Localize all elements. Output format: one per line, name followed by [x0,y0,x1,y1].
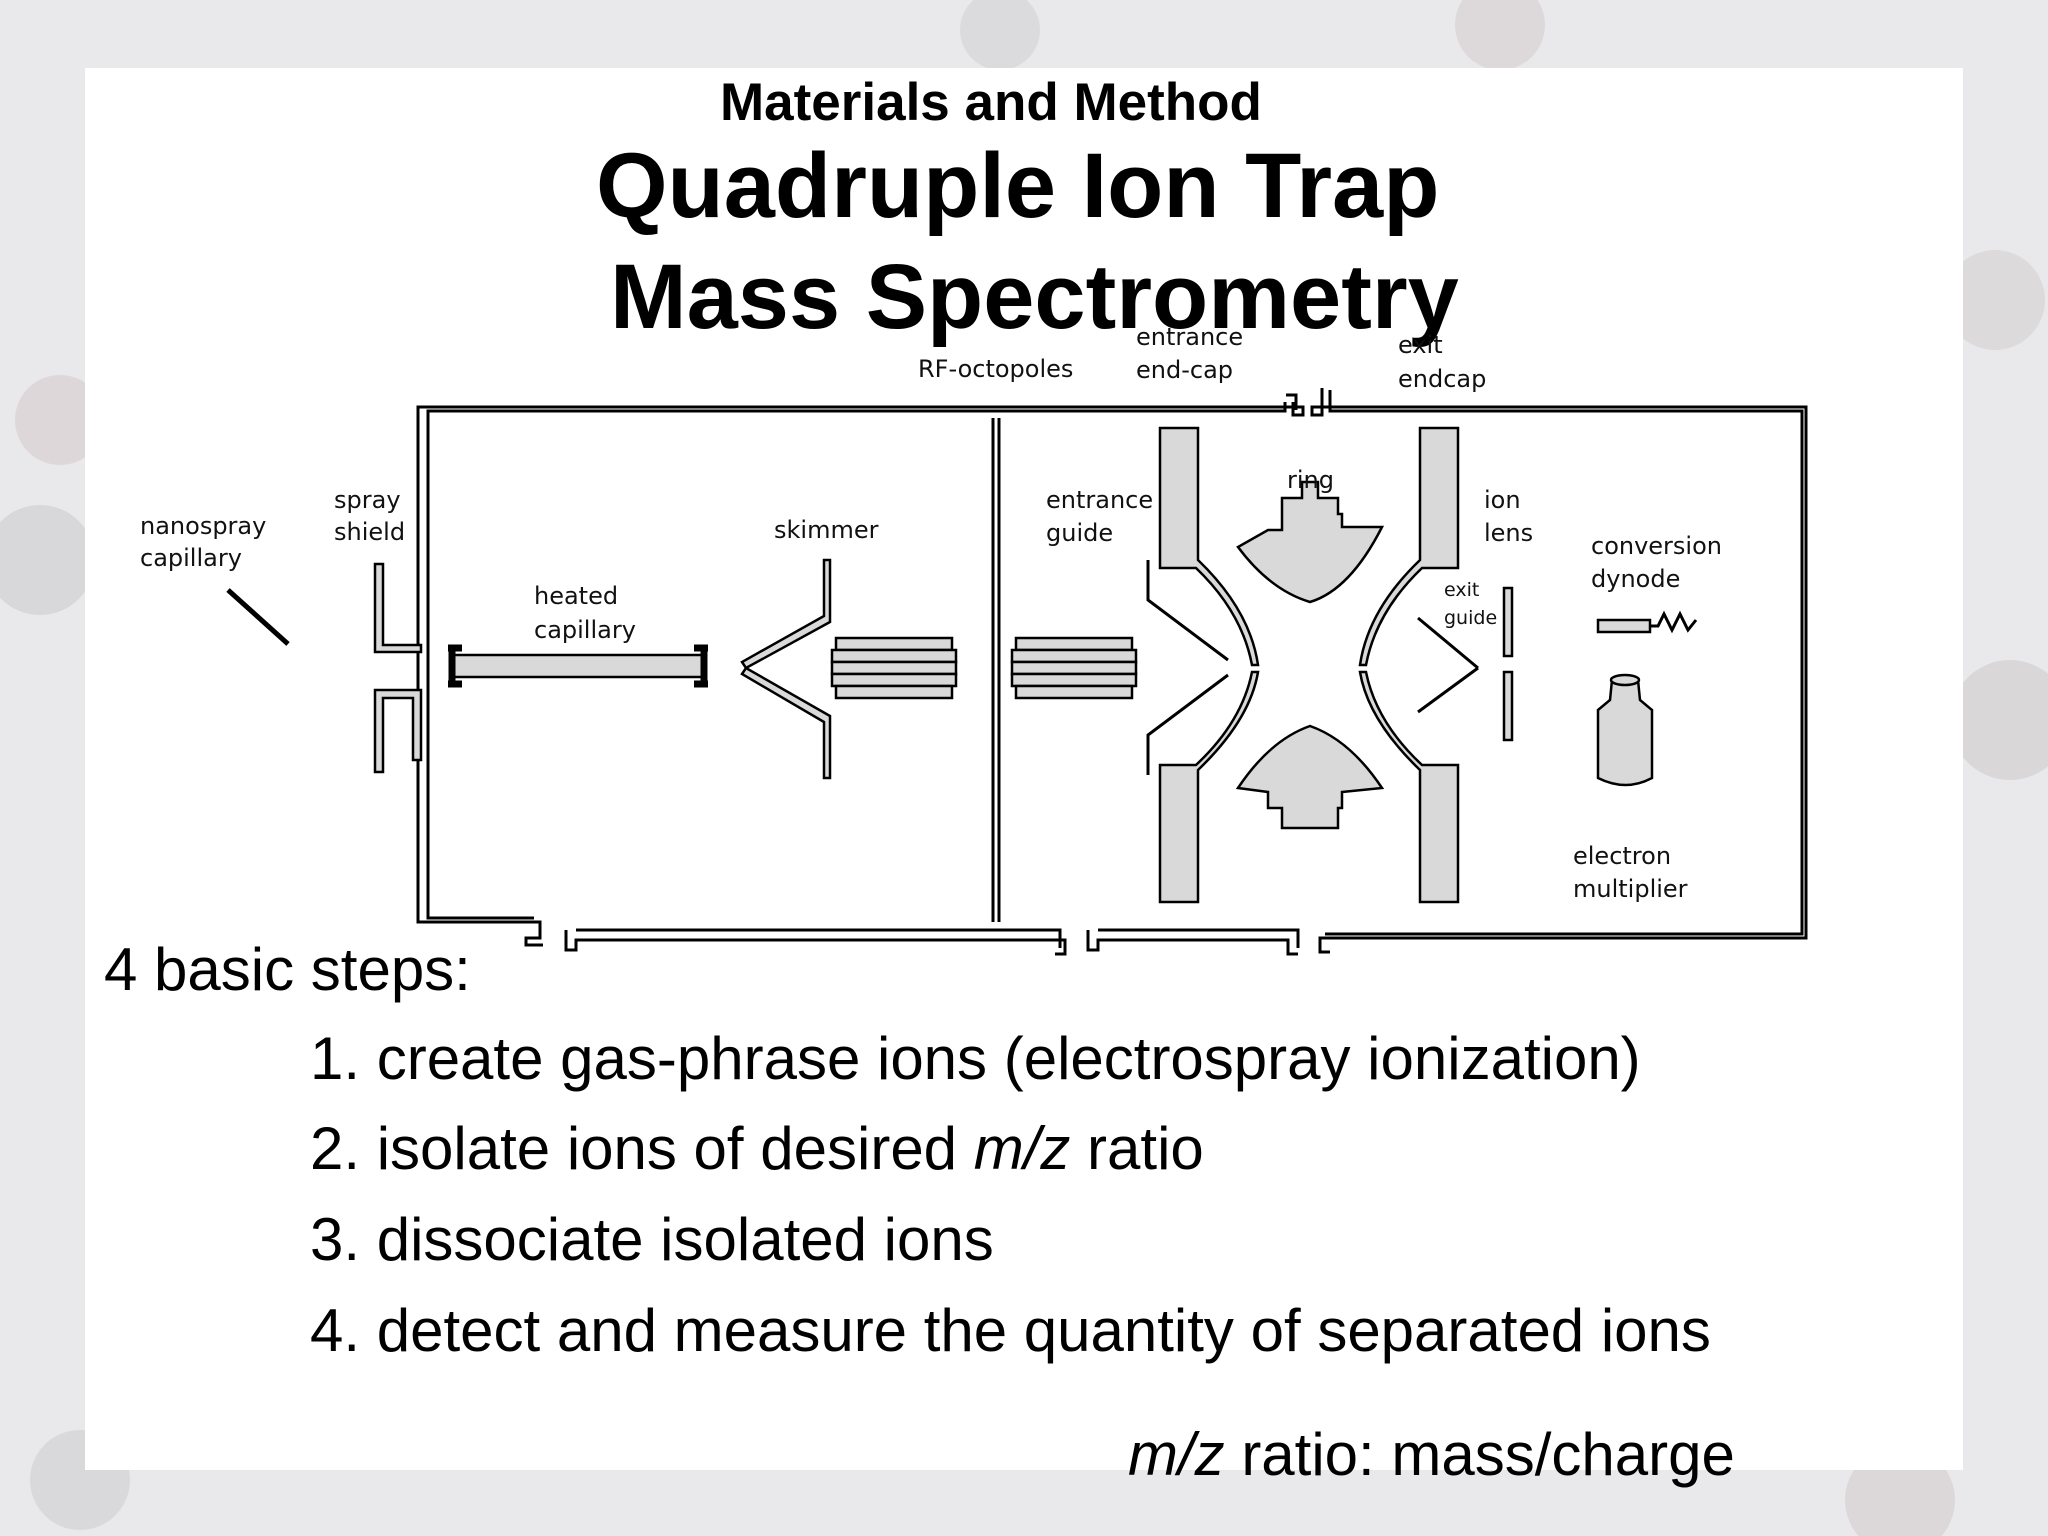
ion-lens [1502,586,1514,742]
label-skimmer: skimmer [774,516,879,544]
steps-heading: 4 basic steps: [104,936,471,1003]
rf-octopoles [830,636,1138,700]
conversion-dynode [1596,610,1698,634]
slide-title-line-2: Mass Spectrometry [610,246,1459,348]
spray-shield [373,562,423,774]
step-4: 4. detect and measure the quantity of se… [310,1297,1711,1364]
heated-capillary [448,644,708,688]
step-2-suffix: ratio [1070,1115,1204,1182]
step-1: 1. create gas-phrase ions (electrospray … [310,1025,1641,1092]
slide-subtitle: Materials and Method [720,73,1262,132]
step-2-prefix: 2. isolate ions of desired [310,1115,974,1182]
step-3: 3. dissociate isolated ions [310,1206,994,1273]
mz-ratio-note: m/z ratio: mass/charge [1128,1420,1735,1489]
skimmer [740,558,832,780]
label-rf-octopoles: RF-octopoles [918,355,1073,383]
exit-endcap [1358,426,1460,904]
exit-guide [1417,616,1479,714]
entrance-endcap [1158,426,1260,904]
entrance-guide [1146,560,1229,775]
step-2-mz: m/z [973,1115,1071,1182]
nanospray-capillary [226,588,290,646]
step-2: 2. isolate ions of desired m/z ratio [310,1114,1204,1183]
note-mz: m/z [1128,1421,1225,1488]
note-text: ratio: mass/charge [1224,1421,1735,1488]
slide-title-line-1: Quadruple Ion Trap [596,135,1440,237]
label-ring: ring [1287,466,1334,494]
ring-electrode [1235,480,1385,830]
electron-multiplier [1596,673,1654,787]
vacuum-housing [416,388,1808,956]
